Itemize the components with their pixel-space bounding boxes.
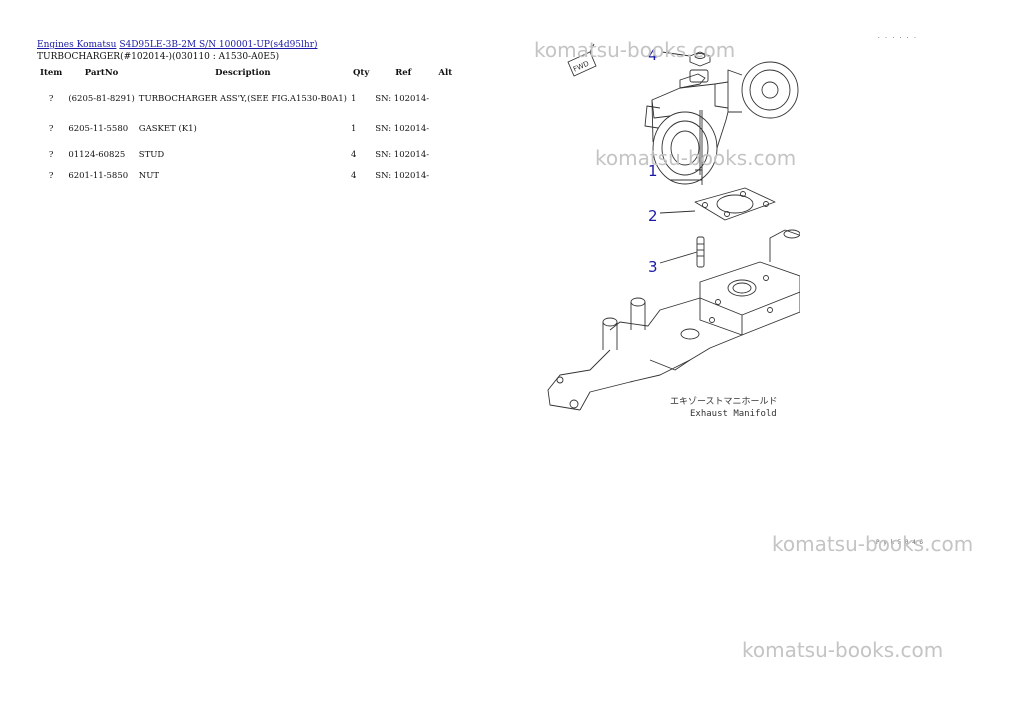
cell-partno: 6205-11-5580 bbox=[68, 124, 129, 134]
column-header-qty: Qty bbox=[352, 68, 370, 78]
column-header-alt: Alt bbox=[438, 68, 453, 78]
diagram-caption-jp: エキゾーストマニホールド bbox=[670, 396, 778, 407]
breadcrumb-link-engines[interactable]: Engines Komatsu bbox=[37, 40, 117, 50]
cell-partno: 6201-11-5850 bbox=[68, 171, 129, 181]
diagram-caption-en: Exhaust Manifold bbox=[690, 409, 777, 419]
column-header-description: Description bbox=[215, 68, 271, 78]
cell-alt bbox=[433, 80, 457, 118]
cell-item: ? bbox=[48, 94, 54, 104]
gasket-drawing bbox=[659, 187, 776, 221]
page-title: TURBOCHARGER(#102014-)(030110 : A1530-A0… bbox=[37, 52, 280, 62]
cell-ref: SN: 102014- bbox=[375, 171, 430, 181]
turbocharger-drawing bbox=[644, 61, 799, 185]
parts-diagram: 4 1 2 3 FWD エキゾーストマニホールド Exhaust Manifol… bbox=[547, 43, 800, 419]
cell-partno: 01124-60825 bbox=[68, 150, 126, 160]
cell-ref: SN: 102014- bbox=[375, 124, 430, 134]
table-row: ? 6205-11-5580 GASKET (K1) 1 SN: 102014- bbox=[36, 118, 457, 140]
parts-table: Item PartNo Description Qty Ref Alt ? (6… bbox=[36, 66, 457, 182]
callout-3: 3 bbox=[648, 258, 658, 276]
cell-item: ? bbox=[48, 171, 54, 181]
stud-drawing bbox=[659, 236, 705, 268]
watermark-text: komatsu-books.com bbox=[742, 638, 944, 662]
cell-qty: 1 bbox=[350, 124, 357, 134]
fwd-label: FWD bbox=[572, 60, 590, 74]
cell-alt bbox=[433, 118, 457, 140]
cell-description: GASKET (K1) bbox=[138, 124, 197, 134]
cell-ref: SN: 102014- bbox=[375, 94, 430, 104]
column-header-item: Item bbox=[40, 68, 63, 78]
table-row: ? 01124-60825 STUD 4 SN: 102014- bbox=[36, 140, 457, 170]
fwd-tag bbox=[567, 43, 597, 77]
table-header-row: Item PartNo Description Qty Ref Alt bbox=[36, 66, 457, 80]
exhaust-manifold-drawing bbox=[547, 229, 800, 411]
cell-qty: 1 bbox=[350, 94, 357, 104]
callout-2: 2 bbox=[648, 207, 658, 225]
cell-item: ? bbox=[48, 150, 54, 160]
figure-code: P y k 5 0 4 6 bbox=[876, 539, 923, 546]
cell-description: NUT bbox=[138, 171, 160, 181]
breadcrumb-link-model[interactable]: S4D95LE-3B-2M S/N 100001-UP(s4d95lhr) bbox=[119, 40, 318, 50]
table-row: ? 6201-11-5850 NUT 4 SN: 102014- bbox=[36, 170, 457, 182]
cell-alt bbox=[433, 140, 457, 170]
cell-qty: 4 bbox=[350, 150, 357, 160]
cell-partno: (6205-81-8291) bbox=[68, 94, 135, 104]
cell-description: STUD bbox=[138, 150, 165, 160]
callout-1: 1 bbox=[648, 162, 658, 180]
column-header-partno: PartNo bbox=[84, 68, 119, 78]
cell-ref: SN: 102014- bbox=[375, 150, 430, 160]
watermark-text: komatsu-books.com bbox=[772, 532, 974, 556]
column-header-ref: Ref bbox=[395, 68, 412, 78]
callout-4: 4 bbox=[648, 46, 658, 64]
corner-code: . . . . . . bbox=[877, 33, 917, 40]
cell-qty: 4 bbox=[350, 171, 357, 181]
cell-item: ? bbox=[48, 124, 54, 134]
cell-description: TURBOCHARGER ASS'Y,(SEE FIG.A1530-B0A1) bbox=[138, 94, 347, 104]
breadcrumb: Engines Komatsu S4D95LE-3B-2M S/N 100001… bbox=[37, 40, 318, 50]
table-row: ? (6205-81-8291) TURBOCHARGER ASS'Y,(SEE… bbox=[36, 80, 457, 118]
cell-alt bbox=[433, 170, 457, 182]
nut-drawing bbox=[661, 51, 711, 67]
